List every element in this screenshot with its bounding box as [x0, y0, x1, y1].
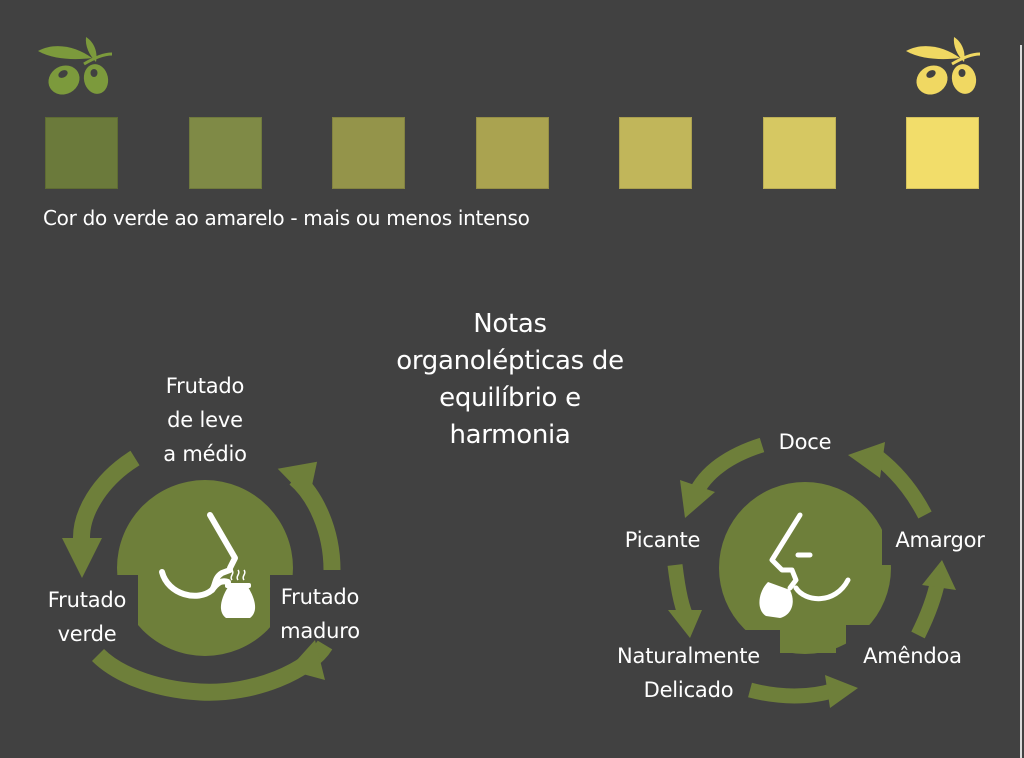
label-line: Frutado: [47, 588, 127, 612]
olive-branch-green-icon: [38, 37, 113, 95]
label-line: Doce: [778, 430, 832, 454]
label-line: verde: [57, 622, 117, 646]
right-cycle-label-top: Doce: [760, 425, 850, 459]
label-line: a médio: [163, 442, 247, 466]
label-line: maduro: [280, 619, 360, 643]
right-edge-divider: [1020, 45, 1022, 758]
label-line: Delicado: [643, 678, 734, 702]
label-line: Frutado: [280, 585, 360, 609]
left-cycle-diagram: [40, 450, 360, 701]
right-cycle-label-bottom-left: Naturalmente Delicado: [596, 639, 781, 707]
color-swatch-2: [189, 117, 262, 189]
title-line-1: Notas: [473, 309, 547, 339]
color-swatch-6: [763, 117, 836, 189]
label-line: Picante: [624, 528, 701, 552]
color-swatch-5: [619, 117, 692, 189]
olive-branch-yellow-icon: [906, 37, 981, 95]
nose-smelling-pot-icon: [159, 512, 238, 599]
label-line: Amargor: [895, 528, 985, 552]
title-line-4: harmonia: [449, 420, 571, 450]
label-line: Naturalmente: [617, 644, 760, 668]
label-line: de leve: [167, 408, 243, 432]
left-cycle-label-right: Frutado maduro: [270, 580, 370, 648]
right-cycle-label-bottom-right: Amêndoa: [845, 639, 980, 673]
color-swatch-4: [476, 117, 549, 189]
title-line-2: organolépticas de: [396, 346, 624, 376]
title-line-3: equilíbrio e: [439, 383, 581, 413]
left-cycle-label-top: Frutado de leve a médio: [140, 369, 270, 471]
right-cycle-diagram: [667, 437, 1002, 708]
left-cycle-center-disc: [117, 480, 293, 656]
color-swatch-3: [332, 117, 405, 189]
face-tasting-cup-icon: [769, 512, 851, 602]
label-line: Frutado: [165, 374, 245, 398]
right-cycle-label-right: Amargor: [880, 523, 1000, 557]
left-cycle-label-left: Frutado verde: [37, 583, 137, 651]
page-title: Notas organolépticas de equilíbrio e har…: [360, 306, 660, 454]
color-swatch-7: [906, 117, 979, 189]
color-scale-caption: Cor do verde ao amarelo - mais ou menos …: [43, 206, 530, 230]
label-line: Amêndoa: [863, 644, 962, 668]
color-swatch-1: [45, 117, 118, 189]
right-cycle-label-left: Picante: [610, 523, 715, 557]
